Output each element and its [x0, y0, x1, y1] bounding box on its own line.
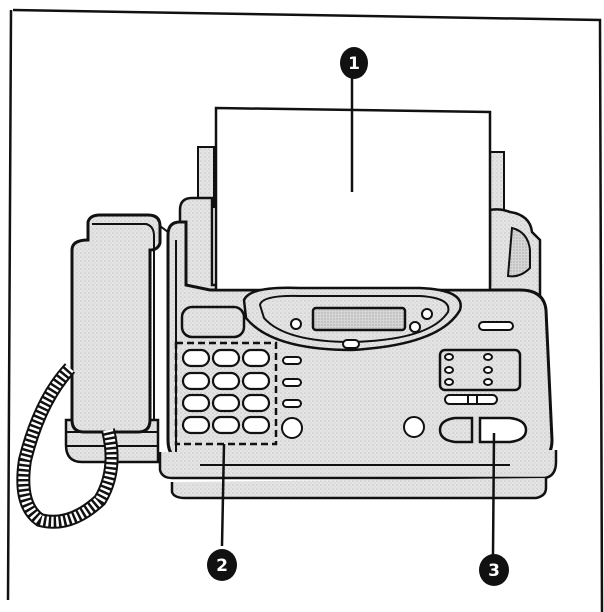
panel-button-right-top[interactable]	[421, 308, 433, 320]
callout-2: 2	[207, 549, 237, 581]
key-star[interactable]	[181, 415, 211, 435]
figure-frame	[6, 8, 604, 612]
key-5[interactable]	[211, 371, 241, 391]
mode-selector[interactable]	[444, 394, 498, 405]
right-button-cluster	[403, 348, 528, 444]
key-1[interactable]	[181, 348, 211, 368]
keypad-keys	[181, 348, 271, 435]
svg-text:2: 2	[216, 556, 228, 576]
side-key-1[interactable]	[282, 356, 302, 365]
key-4[interactable]	[181, 371, 211, 391]
svg-text:1: 1	[348, 54, 360, 74]
panel-button-center[interactable]	[342, 339, 360, 349]
key-6[interactable]	[241, 371, 271, 391]
document-paper	[214, 100, 492, 292]
callout-1: 1	[340, 47, 368, 79]
key-0[interactable]	[211, 415, 241, 435]
handset	[70, 213, 169, 434]
key-7[interactable]	[181, 393, 211, 413]
start-button[interactable]	[478, 416, 528, 444]
panel-button-left[interactable]	[290, 318, 302, 330]
side-key-2[interactable]	[282, 378, 302, 387]
dial-keypad	[174, 341, 303, 446]
svg-text:3: 3	[488, 561, 500, 581]
coiled-cord	[16, 363, 119, 529]
key-9[interactable]	[241, 393, 271, 413]
lcd-display	[311, 306, 407, 332]
control-panel	[180, 286, 514, 352]
side-round-key[interactable]	[281, 417, 303, 439]
stop-button[interactable]	[438, 416, 474, 444]
side-key-3[interactable]	[282, 399, 302, 408]
round-button[interactable]	[403, 416, 425, 438]
key-8[interactable]	[211, 393, 241, 413]
paper-guides	[197, 146, 505, 213]
key-3[interactable]	[241, 348, 271, 368]
key-2[interactable]	[211, 348, 241, 368]
callout-3: 3	[479, 554, 509, 586]
panel-button-right-bottom[interactable]	[409, 321, 421, 333]
key-hash[interactable]	[241, 415, 271, 435]
leader-lines	[220, 75, 496, 556]
